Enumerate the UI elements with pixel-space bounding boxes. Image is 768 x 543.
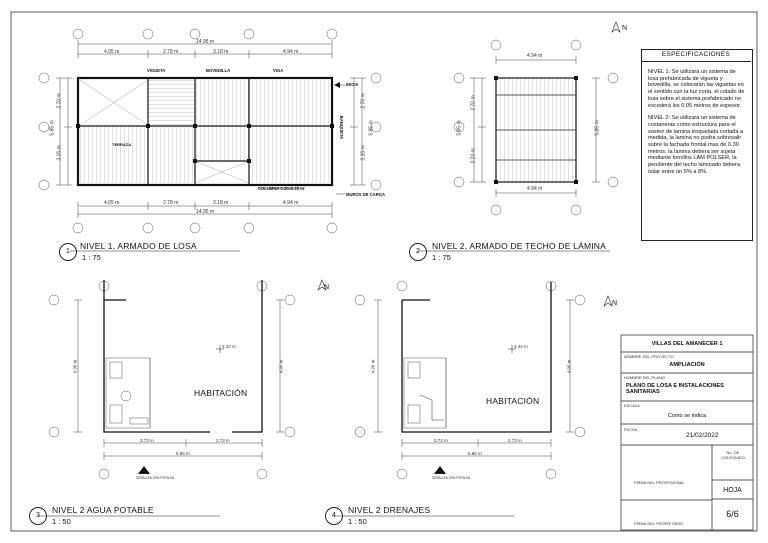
tb-proj-label: NOMBRE DEL PROYECTO — [624, 354, 674, 359]
plan2-scale: 1 : 75 — [432, 253, 451, 262]
plan4-dim-2: 2.73 m — [508, 438, 522, 443]
specs-p2: NIVEL 2: Se utilizara un sistema de cost… — [648, 115, 744, 175]
plan1-title: NIVEL 1, ARMADO DE LOSA — [80, 241, 197, 251]
plan-3-water — [48, 280, 296, 480]
tb-firma-prof: FIRMA DEL PROFESIONAL — [634, 480, 685, 485]
tb-proj: AMPLIACIÓN — [669, 362, 705, 368]
north-label-1: N — [622, 25, 628, 32]
plan4-scale: 1 : 50 — [348, 517, 367, 526]
label-columna: COLUMNA 0.20x0.20 m — [258, 186, 304, 191]
plan-1-slab — [38, 28, 382, 234]
plan1-dim-b1: 4.05 m — [104, 200, 120, 206]
plan4-dim-1: 3.73 m — [434, 438, 448, 443]
plan4-side-r: 4.95 m — [566, 359, 572, 374]
plan3-total: 5.86 m — [176, 451, 190, 456]
plan1-dim-b4: 4.94 m — [283, 200, 299, 206]
plan1-right-2: 3.15 m — [360, 145, 367, 161]
plan2-top: 4.94 m — [527, 53, 543, 59]
specs-text: NIVEL 1: Se utilizará un sistema de losa… — [648, 69, 746, 182]
plan4-side: 4.95 m — [370, 359, 376, 374]
north-label-2: N — [324, 284, 330, 291]
label-bovedilla: BOVEDILLA — [206, 68, 231, 73]
tb-company: VILLAS DEL AMANECER 1 — [651, 341, 723, 347]
plan1-right-1: 2.70 m — [360, 93, 367, 109]
plan2-left-total: 5.85 m — [456, 120, 463, 136]
plan1-left-2: 3.15 m — [56, 145, 63, 161]
plan2-bottom: 4.94 m — [527, 186, 543, 192]
label-muros: MUROS DE CARGA — [346, 192, 386, 197]
plan2-title: NIVEL 2, ARMADO DE TECHO DE LÁMINA — [432, 241, 607, 251]
tb-firma-prop: FIRMA DEL PROPIETARIO — [634, 521, 684, 526]
tb-hoja-label: HOJA — [723, 487, 742, 494]
plan3-dim-2: 2.73 m — [216, 438, 230, 443]
plan3-side-r: 4.95 m — [278, 359, 284, 374]
specs-title: ESPECIFICACIONES — [641, 49, 751, 62]
plan1-total-bottom: 14.95 m — [196, 209, 215, 215]
north-label-3: N — [612, 300, 618, 307]
plan1-number: 1 — [59, 243, 77, 261]
plan4-level: 3.42 m — [514, 344, 528, 349]
plan1-dim-1: 4.05 m — [104, 49, 120, 55]
plan2-left-2: 3.23 m — [470, 148, 477, 164]
tb-scale: Como se indica — [667, 413, 707, 419]
label-terraza: TERRAZA — [112, 142, 132, 147]
plan3-cap: SEÑALIZACIÓN FRONTAL — [136, 476, 175, 480]
specs-box — [641, 49, 753, 241]
plan3-title: NIVEL 2 AGUA POTABLE — [52, 505, 154, 515]
plan3-dim-1: 3.73 m — [140, 438, 154, 443]
north-arrow-icon — [317, 21, 621, 307]
plan3-room: HABITACIÓN — [194, 388, 248, 398]
plan3-scale: 1 : 50 — [52, 517, 71, 526]
plan1-left-total: 5.85 m — [49, 120, 56, 136]
tb-col-label: No. DE COLEGIADO — [721, 450, 745, 460]
tb-hoja: 6/6 — [726, 509, 739, 519]
label-inicia: INICIA — [346, 82, 359, 87]
plan1-left-1: 2.70 m — [56, 93, 63, 109]
label-vigueta: VIGUETA — [147, 68, 166, 73]
title-block-frame — [620, 334, 754, 531]
plan2-number: 2 — [409, 243, 427, 261]
tb-plan: PLANO DE LOSA E INSTALACIONES SANITARIAS — [626, 383, 724, 395]
plan1-total-top: 14.95 m — [196, 39, 215, 45]
plan4-number: 4 — [325, 507, 343, 525]
plan2-right-total: 5.85 m — [594, 120, 601, 136]
plan1-dim-b3: 3.18 m — [213, 200, 229, 206]
plan3-level: 3.42 m — [222, 344, 236, 349]
plan3-number: 3 — [29, 507, 47, 525]
plan-4-drainage — [354, 280, 586, 480]
sheet-border — [10, 11, 758, 532]
plan1-dim-4: 4.94 m — [283, 49, 299, 55]
plan1-dim-2: 2.78 m — [163, 49, 179, 55]
tb-date: 21/02/2022 — [686, 432, 719, 439]
tb-date-label: FECHA — [624, 427, 638, 432]
plan4-total: 5.86 m — [468, 451, 482, 456]
plan4-title: NIVEL 2 DRENAJES — [348, 505, 431, 515]
plan4-room: HABITACIÓN — [486, 396, 540, 406]
plan4-cap: SEÑALIZACIÓN FRONTAL — [432, 476, 471, 480]
plan3-side: 4.95 m — [72, 359, 78, 374]
tb-plan-label: NOMBRE DEL PLANO — [624, 375, 665, 380]
plan-2-roof — [453, 39, 619, 216]
label-banqueta: BANQUETA — [339, 115, 345, 140]
specs-p1: NIVEL 1: Se utilizará un sistema de losa… — [648, 69, 745, 109]
plan1-dim-3: 3.18 m — [213, 49, 229, 55]
plan1-right-total: 5.85 m — [368, 120, 375, 136]
plan1-dim-b2: 2.78 m — [163, 200, 179, 206]
label-viga: VIGA — [273, 68, 284, 73]
tb-scale-label: ESCALA — [624, 403, 640, 408]
plan1-scale: 1 : 75 — [82, 253, 101, 262]
plan2-left-1: 2.70 m — [470, 95, 477, 111]
